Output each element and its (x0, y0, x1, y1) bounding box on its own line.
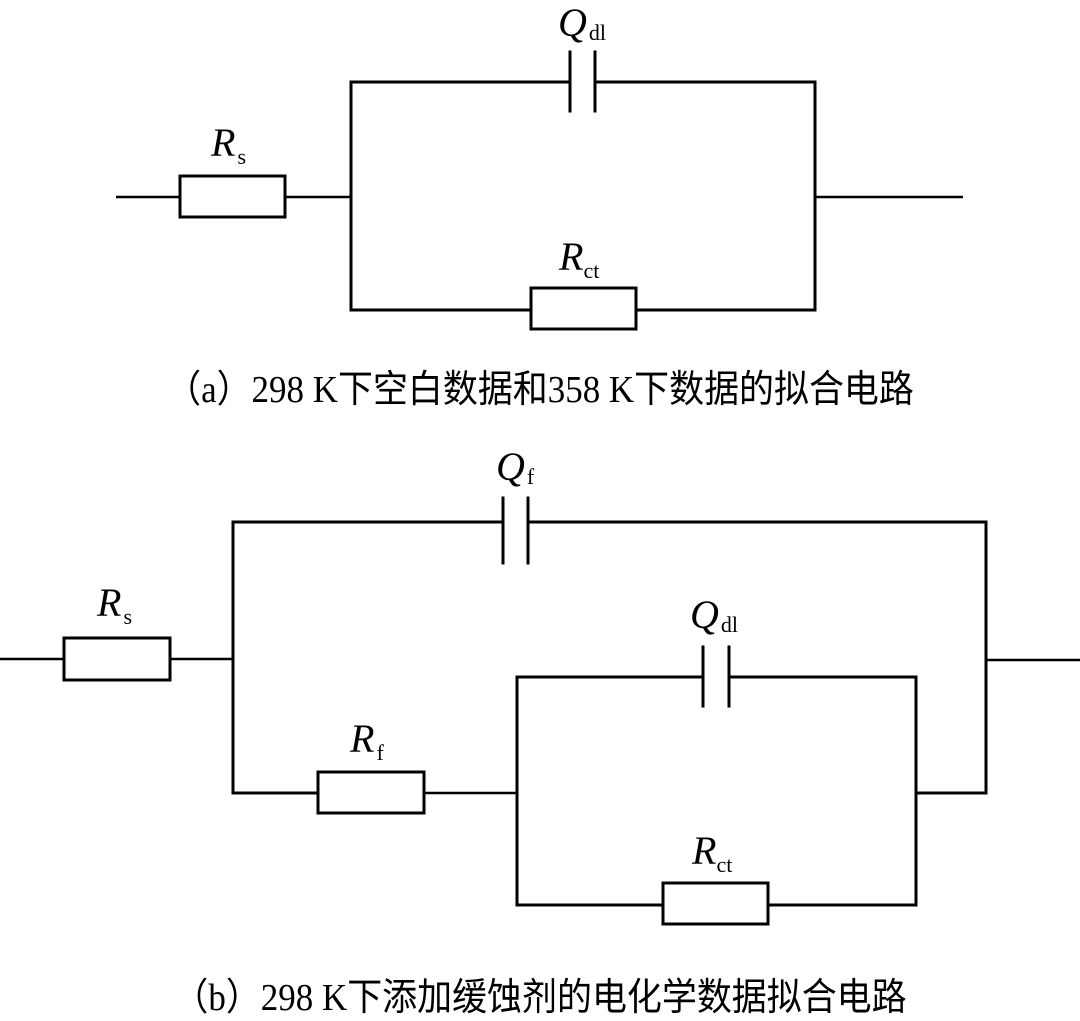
resistor-b-rs (62, 636, 172, 682)
wire-b-outer-right (526, 520, 988, 795)
caption-a: （a）298 K下空白数据和358 K下数据的拟合电路 (166, 369, 914, 411)
wire-b-inner-right (727, 675, 918, 907)
label-a-qdl: Qdl (558, 0, 606, 45)
label-a-rs: Rs (210, 120, 246, 169)
wire-b-inner-left (515, 675, 705, 907)
circuit-b: Rs Qf Rf Qdl Rct (0, 444, 1080, 926)
caption-b: （b）298 K下添加缓蚀剂的电化学数据拟合电路 (173, 977, 907, 1019)
resistor-a-rct (529, 286, 638, 331)
label-b-qf: Qf (496, 444, 535, 489)
resistor-b-rf (316, 770, 426, 815)
label-b-rs: Rs (96, 580, 132, 629)
label-b-qdl: Qdl (690, 592, 738, 637)
resistor-b-rct (661, 881, 770, 926)
circuit-a: Rs Qdl Rct (116, 0, 963, 331)
wire-b-outer-left (231, 520, 505, 795)
label-a-rct: Rct (558, 234, 599, 283)
wire-a-right-branch (593, 80, 817, 312)
label-b-rct: Rct (691, 828, 732, 877)
wire-a-left-branch (349, 80, 572, 312)
resistor-a-rs (178, 174, 287, 219)
label-b-rf: Rf (349, 716, 384, 765)
